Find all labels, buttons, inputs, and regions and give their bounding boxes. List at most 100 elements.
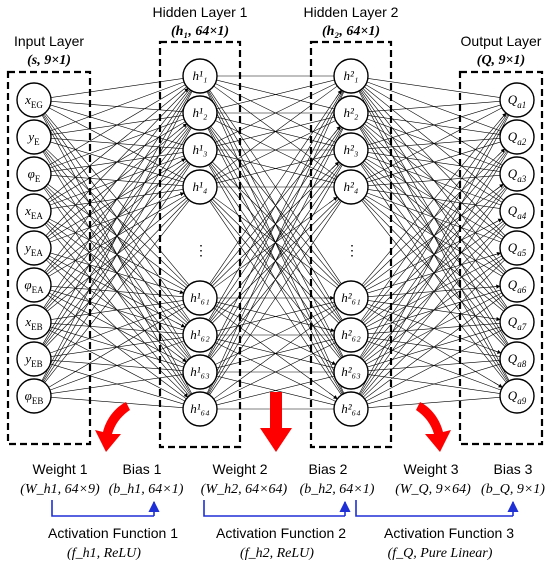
connection-line xyxy=(178,123,188,131)
hidden1-node xyxy=(182,95,218,131)
hidden-layer-2-title: Hidden Layer 2 xyxy=(304,4,399,20)
output-node-label: Qa1 xyxy=(508,92,526,110)
weight-2-title: Weight 2 xyxy=(213,461,268,477)
hidden1-node xyxy=(182,169,218,205)
connection-line xyxy=(499,112,507,121)
connection-line xyxy=(175,322,186,328)
hidden2-node xyxy=(333,58,369,94)
input-node xyxy=(16,304,52,340)
hidden2-node-label: h²₆₃ xyxy=(341,364,360,379)
connection-line xyxy=(50,374,184,394)
input-node-label: yE xyxy=(26,129,40,147)
bias-2-title: Bias 2 xyxy=(309,461,348,477)
output-node xyxy=(499,267,535,303)
connection-line xyxy=(490,284,501,289)
activation-2-title: Activation Function 2 xyxy=(216,525,346,541)
hidden2-node-label: h²₆₁ xyxy=(341,290,360,305)
output-node-label: Qa4 xyxy=(508,203,527,221)
connection-line xyxy=(178,355,187,363)
connection-line xyxy=(360,187,508,396)
hidden2-node xyxy=(333,317,369,353)
connection-line xyxy=(215,120,336,180)
output-node-label: Qa2 xyxy=(508,129,527,147)
hidden2-node xyxy=(333,132,369,168)
input-node xyxy=(16,341,52,377)
bias-3-title: Bias 3 xyxy=(494,461,533,477)
hidden-layer-2-dims: (h₂, 64×1) xyxy=(322,24,380,39)
hidden2-node-label: h²₂ xyxy=(344,105,359,120)
connection-line xyxy=(329,392,338,400)
connection-line xyxy=(215,83,336,143)
connection-line xyxy=(180,389,189,398)
connection-line xyxy=(174,289,185,295)
weight-2-dims: (W_h2, 64×64) xyxy=(201,482,288,497)
connection-line xyxy=(361,223,507,397)
hidden2-node xyxy=(333,391,369,427)
connection-line xyxy=(490,316,501,322)
input-node-label: φEB xyxy=(25,388,44,406)
input-node-label: xEA xyxy=(24,203,43,221)
connection-line xyxy=(208,164,343,395)
connection-line xyxy=(50,300,184,320)
connection-line xyxy=(206,91,345,394)
connection-line xyxy=(367,78,501,98)
connection-line xyxy=(213,307,338,400)
input-node-label: yEB xyxy=(23,351,42,369)
hidden2-node-label: h²₆₄ xyxy=(341,401,361,416)
output-node-label: Qa8 xyxy=(508,351,527,369)
connection-line xyxy=(213,85,338,178)
activation-brackets xyxy=(51,500,519,517)
connection-line xyxy=(44,89,190,272)
input-node xyxy=(16,82,52,118)
connection-line xyxy=(367,363,501,405)
connection-line xyxy=(44,200,190,383)
connection-line xyxy=(491,349,502,354)
connection-line xyxy=(362,259,506,398)
connection-line xyxy=(207,91,344,357)
hidden1-node xyxy=(182,354,218,390)
connection-line xyxy=(361,112,507,286)
output-node xyxy=(499,82,535,118)
hidden1-node-label: h¹₆₃ xyxy=(190,364,209,379)
connection-line xyxy=(364,294,504,400)
connection-line xyxy=(326,359,337,365)
input-layer-dims: (s, 9×1) xyxy=(27,53,71,68)
input-node xyxy=(16,230,52,266)
input-node-label: φE xyxy=(28,166,41,184)
output-node-label: Qa9 xyxy=(508,388,527,406)
hidden2-node xyxy=(333,169,369,205)
connection-line xyxy=(49,81,185,132)
output-node-label: Qa3 xyxy=(508,166,527,184)
connection-line xyxy=(360,113,508,322)
output-node xyxy=(499,193,535,229)
connection-line xyxy=(207,128,344,394)
connection-line xyxy=(50,78,184,98)
output-node xyxy=(499,156,535,192)
hidden1-node-label: h¹₆₄ xyxy=(190,401,210,416)
connection-line xyxy=(50,397,184,408)
output-node xyxy=(499,230,535,266)
connection-line xyxy=(215,342,336,402)
input-node xyxy=(16,156,52,192)
hidden2-node-label: h²₃ xyxy=(344,142,359,157)
connection-line xyxy=(216,79,335,110)
hidden1-node xyxy=(182,58,218,94)
connection-line xyxy=(42,90,192,345)
hidden2-node-label: h²₄ xyxy=(344,179,359,194)
hidden-layer-1-ellipsis: ⋮ xyxy=(194,244,208,259)
connection-line xyxy=(367,141,501,183)
connection-line xyxy=(365,329,503,402)
hidden2-node xyxy=(333,95,369,131)
connection-line xyxy=(41,90,193,382)
input-node-label: xEB xyxy=(24,314,42,332)
bias-2-dims: (b_h2, 64×1) xyxy=(300,482,375,497)
output-node xyxy=(499,119,535,155)
connection-lines xyxy=(41,75,510,410)
input-layer-title: Input Layer xyxy=(14,33,84,49)
connection-line xyxy=(492,218,503,224)
hidden-layer-1-box xyxy=(158,40,242,449)
connection-line xyxy=(324,328,335,333)
bias-1-dims: (b_h1, 64×1) xyxy=(109,482,184,497)
hidden2-node-label: h²₆₂ xyxy=(341,327,361,342)
output-layer-title: Output Layer xyxy=(461,33,542,49)
